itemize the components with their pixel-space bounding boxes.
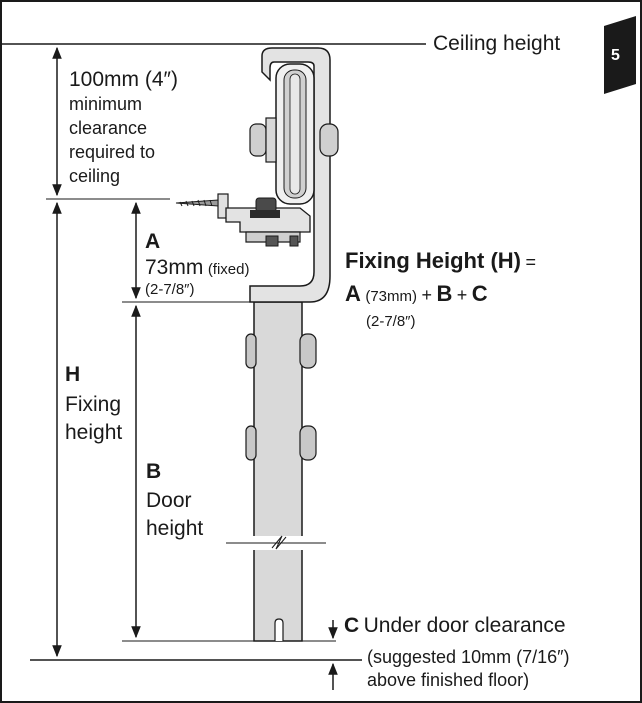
ceiling-height-label: Ceiling height xyxy=(433,32,561,55)
door-bolts xyxy=(245,333,317,461)
door-panel xyxy=(226,301,326,642)
dim-c-label-group: C Under door clearance xyxy=(344,615,566,636)
formula-a-value: (73mm) xyxy=(365,288,418,305)
dim-a-note: (fixed) xyxy=(207,261,250,278)
step-badge-shape xyxy=(604,16,636,94)
dim-c-note-line-2: above finished floor) xyxy=(367,670,530,690)
wall-screw xyxy=(175,199,219,207)
dim-b-line-1: Door xyxy=(146,489,192,512)
dim-a-value-group: 73mm (fixed) xyxy=(145,257,250,278)
formula-equals: = xyxy=(525,252,536,272)
dim-c-letter: C xyxy=(344,614,360,637)
formula-plus-2: + xyxy=(456,285,468,305)
dim-h-line-2: height xyxy=(65,421,123,444)
dim-b-letter: B xyxy=(146,460,162,483)
roller-wheel xyxy=(249,63,339,205)
clearance-line-1: minimum xyxy=(69,94,143,114)
dim-a-value: 73mm xyxy=(145,256,204,279)
dim-c-note-line-1: (suggested 10mm (7/16″) xyxy=(367,647,570,667)
step-number: 5 xyxy=(611,47,620,64)
formula-title: Fixing Height (H) xyxy=(345,248,521,273)
dim-a-letter: A xyxy=(145,230,161,253)
dim-b-line-2: height xyxy=(146,517,204,540)
formula-a: A xyxy=(345,281,361,306)
clearance-value: 100mm (4″) xyxy=(69,68,178,91)
formula-a-imperial: (2-7/8″) xyxy=(366,313,416,330)
clearance-line-4: ceiling xyxy=(69,166,121,186)
clearance-line-2: clearance xyxy=(69,118,148,138)
formula-expression: A (73mm) + B + C xyxy=(345,283,488,305)
dim-h-letter: H xyxy=(65,363,81,386)
dim-h-line-1: Fixing xyxy=(65,393,122,416)
dim-c-label: Under door clearance xyxy=(363,614,566,637)
formula-plus-1: + xyxy=(421,285,432,305)
track-bracket xyxy=(217,193,311,247)
formula-b: B xyxy=(436,281,453,306)
dim-a-imperial: (2-7/8″) xyxy=(145,281,195,298)
formula-c: C xyxy=(471,281,488,306)
clearance-line-3: required to xyxy=(69,142,156,162)
formula-title-group: Fixing Height (H) = xyxy=(345,250,536,272)
